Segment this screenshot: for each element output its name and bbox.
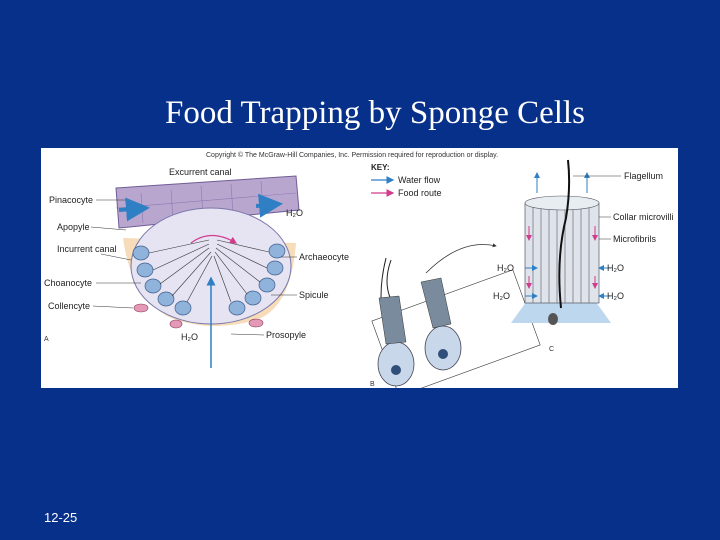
panel-a-diagram: Pinacocyte Apopyle Incurrent canal Choan…	[44, 167, 349, 368]
label-flagellum: Flagellum	[624, 171, 663, 181]
key-title: KEY:	[371, 163, 390, 172]
label-microfibrils: Microfibrils	[613, 234, 657, 244]
sponge-cell-figure: Copyright © The McGraw-Hill Companies, I…	[41, 148, 678, 388]
copyright-text: Copyright © The McGraw-Hill Companies, I…	[206, 151, 498, 159]
label-excurrent-canal: Excurrent canal	[169, 167, 232, 177]
slide-title: Food Trapping by Sponge Cells	[0, 95, 720, 132]
label-pinacocyte: Pinacocyte	[49, 195, 93, 205]
panel-b-diagram: B	[370, 245, 540, 388]
label-collencyte: Collencyte	[48, 301, 90, 311]
label-prosopyle: Prosopyle	[266, 330, 306, 340]
label-h2o-out: H₂O	[286, 208, 303, 218]
label-apopyle: Apopyle	[57, 222, 90, 232]
label-h2o-right-bottom: H₂O	[607, 291, 624, 301]
slide-number: 12-25	[44, 510, 77, 525]
key-water-flow: Water flow	[398, 175, 441, 185]
label-spicule: Spicule	[299, 290, 329, 300]
label-choanocyte: Choanocyte	[44, 278, 92, 288]
label-h2o-left-top: H₂O	[497, 263, 514, 273]
panel-a-letter: A	[44, 336, 49, 343]
panel-c-diagram: Flagellum Collar microvilli Microfibrils…	[493, 160, 674, 353]
label-h2o-in: H₂O	[181, 332, 198, 342]
label-collar-microvilli: Collar microvilli	[613, 212, 674, 222]
panel-c-letter: C	[549, 346, 554, 353]
key-food-route: Food route	[398, 188, 442, 198]
label-archaeocyte: Archaeocyte	[299, 252, 349, 262]
label-incurrent-canal: Incurrent canal	[57, 244, 117, 254]
key-legend: KEY: Water flow Food route	[371, 163, 442, 198]
panel-b-letter: B	[370, 381, 375, 388]
label-h2o-right-top: H₂O	[607, 263, 624, 273]
label-h2o-left-bottom: H₂O	[493, 291, 510, 301]
figure-canvas: Copyright © The McGraw-Hill Companies, I…	[41, 148, 678, 388]
